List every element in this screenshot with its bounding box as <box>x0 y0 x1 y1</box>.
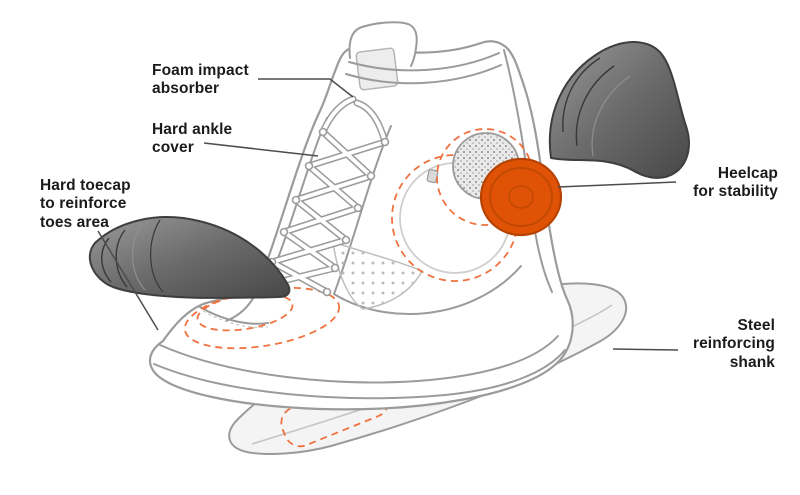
heel-cap-part <box>548 41 690 179</box>
impact-absorber-disc <box>479 157 563 237</box>
label-heelcap: Heelcap for stability <box>693 165 778 201</box>
eyelets <box>257 127 390 297</box>
label-hard-ankle-cover: Hard ankle cover <box>152 121 233 157</box>
label-hard-toecap: Hard toecap to reinforce toes area <box>40 177 131 231</box>
toe-cap-part <box>88 216 291 299</box>
leader-ankle <box>203 142 319 157</box>
midsole-top-line <box>159 335 559 384</box>
leader-shank <box>612 348 679 351</box>
perforated-panel <box>332 240 424 310</box>
outsole-line <box>153 349 566 400</box>
label-foam-impact-absorber: Foam impact absorber <box>152 62 249 98</box>
collar-line <box>348 52 500 72</box>
leader-toecap <box>97 230 159 331</box>
leader-heelcap <box>557 181 677 188</box>
leader-foam <box>258 78 354 98</box>
toe-seam <box>199 306 269 325</box>
leader-lines <box>97 78 679 351</box>
stitch-line <box>202 310 269 329</box>
label-steel-reinforcing-shank: Steel reinforcing shank <box>692 317 775 371</box>
collar-foam-line <box>345 64 502 85</box>
